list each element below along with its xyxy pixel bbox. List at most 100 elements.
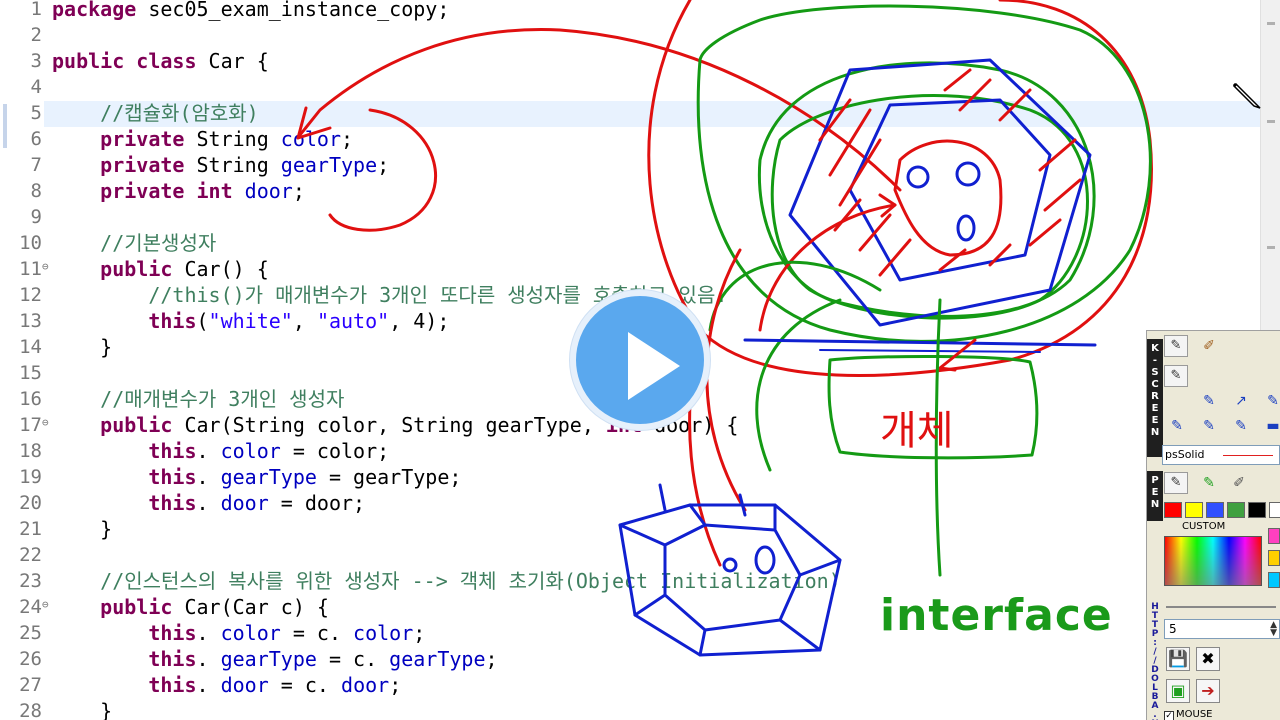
code-token: "white" [208,309,293,333]
mouse-checkbox[interactable]: ✓MOUSE [1164,709,1212,720]
pen-thin-icon[interactable]: ✎ [1203,393,1215,409]
color-swatch[interactable] [1248,502,1266,518]
scroll-marker [1267,246,1275,249]
video-play-button[interactable] [570,290,710,430]
line-number: 8 [30,180,42,202]
pencil-cursor-icon [1232,82,1261,109]
color-swatch[interactable] [1227,502,1245,518]
line-number: 7 [30,154,42,176]
pen-tool-button[interactable]: ✎ [1164,335,1188,357]
pen-thick-icon[interactable]: ✎ [1235,418,1247,434]
interface-label: interface [880,590,1113,641]
code-line[interactable]: 21 } [0,516,1260,542]
pen-arrow-icon[interactable]: ↗ [1235,393,1247,409]
code-token: public [52,413,173,437]
line-number: 20 [19,492,42,514]
code-line[interactable]: 14 } [0,334,1260,360]
code-line[interactable]: 15 [0,360,1260,386]
fold-toggle-icon[interactable]: ⊖ [42,260,49,273]
color-swatch[interactable] [1164,502,1182,518]
color-swatch[interactable] [1269,502,1280,518]
pen-select-button[interactable]: ✎ [1164,365,1188,387]
color-swatch[interactable] [1206,502,1224,518]
width-slider[interactable] [1166,606,1276,608]
code-line[interactable]: 25 this. color = c. color; [0,620,1260,646]
code-line[interactable]: 4 [0,74,1260,100]
pen-fill-icon[interactable]: ✎ [1203,418,1215,434]
code-text: public Car(Car c) { [52,594,329,620]
eraser-icon[interactable]: ✐ [1233,475,1245,491]
custom-color-swatch[interactable] [1268,550,1280,566]
code-line[interactable]: 11⊖ public Car() { [0,256,1260,282]
code-line[interactable]: 16 //매개변수가 3개인 생성자 [0,386,1260,412]
pen-width-value: 5 [1169,622,1177,636]
fold-toggle-icon[interactable]: ⊖ [42,416,49,429]
color-spectrum-picker[interactable] [1164,536,1262,586]
custom-color-swatch[interactable] [1268,528,1280,544]
code-token: gearType [208,465,317,489]
code-text: this. door = door; [52,490,365,516]
vertical-scrollbar[interactable] [1260,0,1280,330]
line-number: 5 [30,102,42,124]
code-line[interactable]: 28 } [0,698,1260,720]
code-line[interactable]: 27 this. door = c. door; [0,672,1260,698]
code-token: } [52,335,113,359]
code-line[interactable]: 13 this("white", "auto", 4); [0,308,1260,334]
fold-toggle-icon[interactable]: ⊖ [42,598,49,611]
close-save-icon[interactable]: ✖ [1196,647,1220,671]
save-icon[interactable]: 💾 [1166,647,1190,671]
code-line[interactable]: 17⊖ public Car(String color, String gear… [0,412,1260,438]
line-number: 21 [19,518,42,540]
line-style-preview [1223,455,1273,456]
code-token: = gearType; [316,465,462,489]
code-line[interactable]: 6 private String color; [0,126,1260,152]
line-number: 1 [30,0,42,20]
pen-mode-button[interactable]: ✎ [1164,472,1188,494]
line-number: 28 [19,700,42,720]
code-line[interactable]: 18 this. color = color; [0,438,1260,464]
code-line[interactable]: 2 [0,22,1260,48]
code-line[interactable]: 24⊖ public Car(Car c) { [0,594,1260,620]
pen-brush-icon[interactable]: ✎ [1171,418,1183,434]
code-token: = door; [268,491,366,515]
line-number-gutter [0,0,44,720]
highlighter-icon[interactable]: ✎ [1203,475,1215,491]
code-line[interactable]: 26 this. gearType = c. gearType; [0,646,1260,672]
marker-icon[interactable]: ✐ [1203,338,1215,354]
line-number: 23 [19,570,42,592]
code-line[interactable]: 20 this. door = door; [0,490,1260,516]
code-text: } [52,334,112,360]
code-token: this [52,673,197,697]
code-token: this [52,491,197,515]
line-number: 16 [19,388,42,410]
color-swatch[interactable] [1185,502,1203,518]
code-line[interactable]: 19 this. gearType = gearType; [0,464,1260,490]
code-line[interactable]: 5 //캡슐화(암호화) [0,100,1260,126]
line-style-select[interactable]: psSolid [1162,445,1280,465]
code-token: this [52,647,197,671]
pen-width-input[interactable]: 5 ▲▼ [1164,619,1280,639]
custom-label: CUSTOM [1182,521,1226,532]
exit-icon[interactable]: ➔ [1196,679,1220,703]
pen-dot-icon[interactable]: ✎ [1267,393,1279,409]
line-number: 27 [19,674,42,696]
code-token: class [124,49,197,73]
code-line[interactable]: 10 //기본생성자 [0,230,1260,256]
code-token: ; [413,621,426,645]
spin-arrows-icon[interactable]: ▲▼ [1270,620,1277,638]
pen-bold-icon[interactable]: ▬ [1266,418,1280,434]
code-line[interactable]: 22 [0,542,1260,568]
custom-color-swatch[interactable] [1268,572,1280,588]
code-token: Car(String color, String gearType, [172,413,594,437]
code-text: //매개변수가 3개인 생성자 [52,386,344,412]
code-text: } [52,698,112,720]
code-token: ; [389,673,402,697]
code-line[interactable]: 7 private String gearType; [0,152,1260,178]
screenshot-icon[interactable]: ▣ [1166,679,1190,703]
code-line[interactable]: 9 [0,204,1260,230]
code-text: this. gearType = gearType; [52,464,461,490]
code-line[interactable]: 8 private int door; [0,178,1260,204]
code-token: int [184,179,233,203]
